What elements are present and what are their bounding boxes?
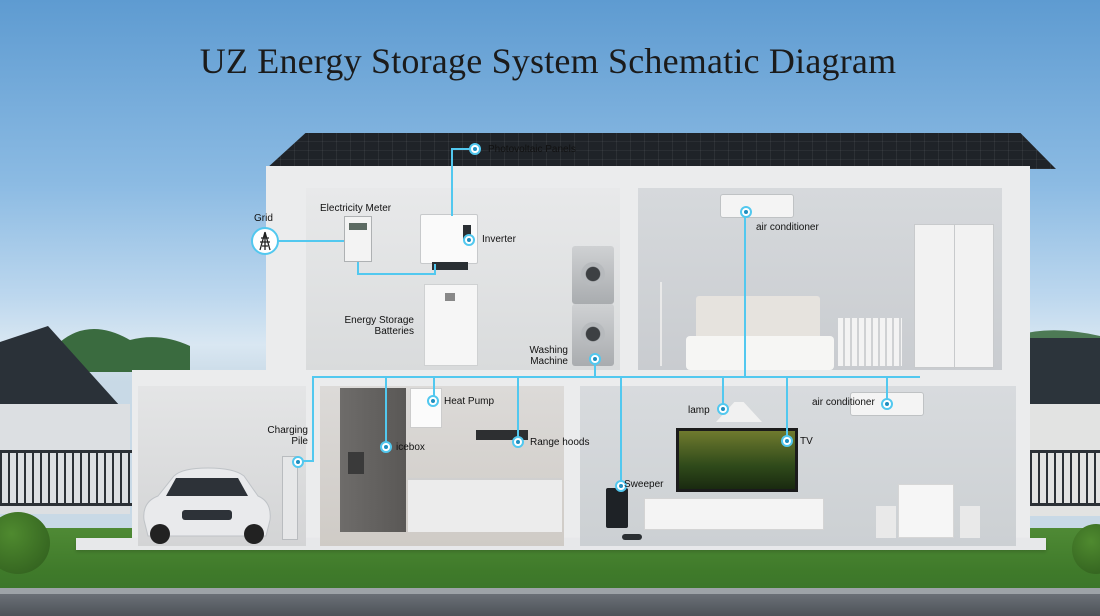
node-tv-icon xyxy=(781,435,793,447)
label-washing-line2: Machine xyxy=(530,356,568,367)
floor-lamp-pole xyxy=(660,282,662,366)
radiator xyxy=(838,318,902,366)
node-charging-icon xyxy=(292,456,304,468)
dryer-unit xyxy=(572,246,614,304)
wire-meter-drop xyxy=(357,262,359,274)
wire-charging-riser xyxy=(312,376,314,462)
floor-slab xyxy=(132,370,1016,388)
sweeper-dock xyxy=(606,488,628,528)
wire-pv-drop xyxy=(451,148,453,216)
node-photovoltaic-icon xyxy=(469,143,481,155)
node-sweeper-icon xyxy=(615,480,627,492)
label-washing-line1: Washing xyxy=(529,345,568,356)
tv-cabinet xyxy=(644,498,824,530)
wall-garage-edge xyxy=(132,386,140,546)
charging-pile-unit xyxy=(282,456,298,540)
label-charging-line2: Pile xyxy=(291,436,308,447)
wire-ac-upper xyxy=(744,210,746,378)
side-table xyxy=(898,484,954,538)
wire-range-hoods xyxy=(517,376,519,440)
kitchen-counter xyxy=(408,478,562,532)
electric-car xyxy=(143,467,271,544)
solar-roof xyxy=(266,133,1056,169)
curb xyxy=(0,588,1100,594)
sweeper-robot xyxy=(622,534,642,540)
wire-charging-stub xyxy=(298,460,314,462)
stool-right xyxy=(960,506,980,538)
wire-lamp xyxy=(722,376,724,406)
node-range-hoods-icon xyxy=(512,436,524,448)
icebox-unit xyxy=(340,388,406,532)
label-icebox: icebox xyxy=(396,442,425,453)
fence-left xyxy=(0,450,140,506)
roof-eave xyxy=(266,166,1028,190)
wire-meter-inverter xyxy=(357,273,435,275)
wire-inverter-port xyxy=(434,264,436,275)
label-charging-line1: Charging xyxy=(267,425,308,436)
wire-grid-meter xyxy=(276,240,344,242)
wall-upper-middle xyxy=(620,186,638,374)
node-heat-pump-icon xyxy=(427,395,439,407)
electricity-meter-unit xyxy=(344,216,372,262)
bed xyxy=(686,336,834,370)
inverter-unit xyxy=(420,214,478,264)
label-meter: Electricity Meter xyxy=(320,203,392,214)
fence-right xyxy=(1030,450,1100,506)
range-hood-unit xyxy=(476,430,528,440)
node-icebox-icon xyxy=(380,441,392,453)
label-battery-line1: Energy Storage xyxy=(344,315,415,326)
ac-upper-unit xyxy=(720,194,794,218)
heat-pump-unit xyxy=(410,388,442,428)
node-lamp-icon xyxy=(717,403,729,415)
label-tv: TV xyxy=(800,436,813,447)
label-inverter: Inverter xyxy=(482,234,516,245)
inverter-ports xyxy=(432,262,468,270)
transmission-tower-icon xyxy=(251,227,279,255)
wire-icebox xyxy=(385,376,387,446)
wire-pv-stub xyxy=(451,148,473,150)
label-ac-lower: air conditioner xyxy=(812,397,875,408)
battery-unit xyxy=(424,284,478,366)
wall-upper-left xyxy=(266,166,306,372)
node-inverter-icon xyxy=(463,234,475,246)
node-ac-lower-icon xyxy=(881,398,893,410)
road xyxy=(0,594,1100,616)
wire-washing xyxy=(594,356,596,378)
bed-headboard xyxy=(696,296,820,340)
bush-left xyxy=(0,512,50,574)
label-sweeper: Sweeper xyxy=(624,479,664,490)
label-range-hoods: Range hoods xyxy=(530,437,590,448)
label-ac-upper: air conditioner xyxy=(756,222,819,233)
wire-ac-lower xyxy=(886,376,888,402)
wall-lower-left xyxy=(304,386,320,546)
label-photovoltaic: Photovoltaic Panels xyxy=(488,144,576,155)
wardrobe xyxy=(914,224,994,369)
wire-heat-pump xyxy=(433,376,435,400)
label-heat-pump: Heat Pump xyxy=(444,396,495,407)
label-battery-line2: Batteries xyxy=(374,326,414,337)
wall-lower-middle xyxy=(564,386,580,546)
page-title: UZ Energy Storage System Schematic Diagr… xyxy=(199,41,897,81)
label-lamp: lamp xyxy=(688,405,710,416)
wire-main-bus xyxy=(312,376,920,378)
node-washing-icon xyxy=(589,353,601,365)
stool-left xyxy=(876,506,896,538)
neighbor-roof-right xyxy=(1030,338,1100,404)
node-ac-upper-icon xyxy=(740,206,752,218)
wire-tv xyxy=(786,376,788,438)
label-grid: Grid xyxy=(254,213,273,224)
wire-sweeper xyxy=(620,376,622,484)
tv-unit xyxy=(676,428,798,492)
